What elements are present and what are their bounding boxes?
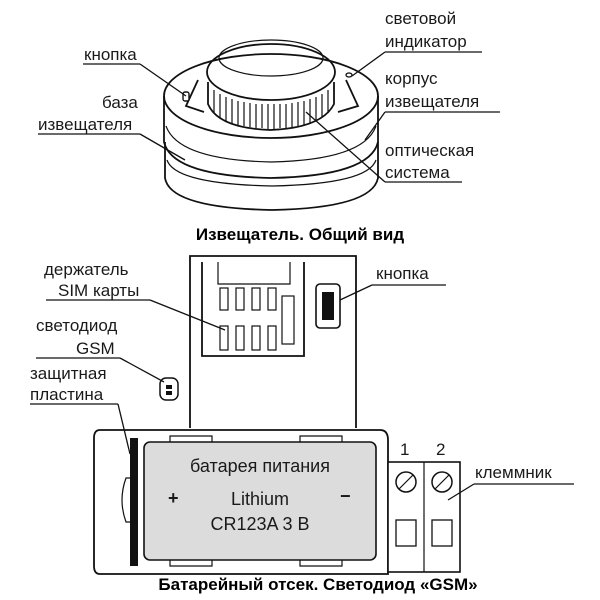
label-button-top: кнопка [84, 45, 137, 64]
caption-detector-general-view: Извещатель. Общий вид [196, 225, 404, 244]
label-sim-holder-line1: держатель [44, 260, 129, 279]
terminal-number-2: 2 [436, 440, 445, 459]
label-optical-line2: система [385, 163, 450, 182]
caption-battery-compartment: Батарейный отсек. Светодиод «GSM» [158, 575, 477, 594]
detector-leader-lines [38, 51, 500, 183]
battery-leader-lines [30, 284, 574, 501]
label-housing-line1: корпус [385, 69, 438, 88]
label-protective-plate-line1: защитная [30, 364, 107, 383]
battery-title: батарея питания [190, 456, 330, 476]
detector-illustration [163, 39, 379, 211]
battery-compartment-illustration [93, 255, 461, 575]
label-base-line2: извещателя [38, 115, 132, 134]
battery-plus-sign: + [168, 488, 179, 508]
label-housing-line2: извещателя [385, 92, 479, 111]
battery-chemistry: Lithium [231, 489, 289, 509]
battery-minus-sign: − [340, 486, 351, 506]
label-protective-plate-line2: пластина [30, 385, 104, 404]
label-base-line1: база [102, 93, 138, 112]
label-led-gsm-line2: GSM [76, 339, 115, 358]
sim-holder-contacts [219, 287, 295, 351]
label-light-indicator-line1: световой [385, 9, 456, 28]
label-sim-holder-line2: SIM карты [58, 281, 139, 300]
label-terminal-block: клеммник [475, 463, 552, 482]
label-light-indicator-line2: индикатор [385, 32, 467, 51]
label-optical-line1: оптическая [385, 141, 474, 160]
label-button-bottom: кнопка [376, 264, 429, 283]
battery-model: CR123A 3 В [210, 514, 309, 534]
terminal-number-1: 1 [400, 440, 409, 459]
label-led-gsm-line1: светодиод [36, 316, 117, 335]
